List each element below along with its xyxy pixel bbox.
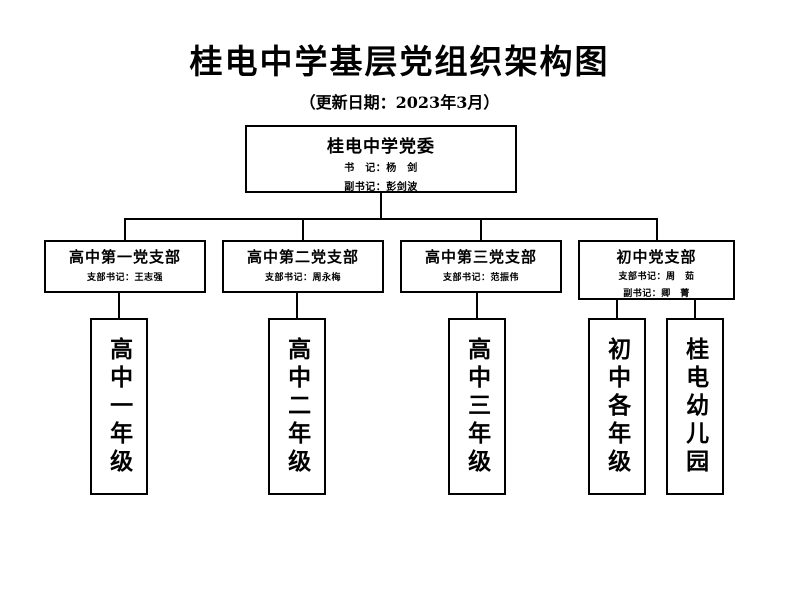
- connector-branch1-to-leaf1: [118, 293, 120, 318]
- node-junior-grades[interactable]: 初中各年级: [588, 318, 646, 495]
- node-senior-branch-1[interactable]: 高中第一党支部 支部书记：王志强: [44, 240, 206, 293]
- node-title: 高中三年级: [463, 336, 491, 477]
- connector-bus: [124, 218, 657, 220]
- page-subtitle: （更新日期：2023年3月）: [299, 93, 500, 112]
- node-grade-10[interactable]: 高中一年级: [90, 318, 148, 495]
- node-title: 桂电中学党委: [327, 137, 435, 157]
- connector-branch4-to-leaf4: [616, 300, 618, 318]
- connector-bus-to-branch-2: [302, 218, 304, 240]
- node-title: 高中第二党支部: [246, 248, 359, 266]
- node-title: 初中党支部: [616, 248, 697, 266]
- node-secretary-line: 书 记：杨 剑: [344, 163, 418, 174]
- node-senior-branch-3[interactable]: 高中第三党支部 支部书记：范振伟: [400, 240, 562, 293]
- node-secretary-line: 支部书记：王志强: [86, 273, 163, 283]
- node-title: 初中各年级: [603, 336, 631, 477]
- node-party-committee[interactable]: 桂电中学党委 书 记：杨 剑 副书记：彭剑波: [245, 125, 517, 193]
- node-deputy-secretary-line: 副书记：彭剑波: [344, 182, 418, 193]
- node-title: 桂电幼儿园: [681, 336, 709, 477]
- node-grade-11[interactable]: 高中二年级: [268, 318, 326, 495]
- connector-bus-to-branch-4: [656, 218, 658, 240]
- node-title: 高中二年级: [283, 336, 311, 477]
- page-title: 桂电中学基层党组织架构图: [189, 42, 610, 81]
- node-secretary-line: 支部书记：周 茹: [618, 272, 695, 282]
- node-senior-branch-2[interactable]: 高中第二党支部 支部书记：周永梅: [222, 240, 384, 293]
- node-kindergarten[interactable]: 桂电幼儿园: [666, 318, 724, 495]
- node-title: 高中第一党支部: [68, 248, 181, 266]
- node-title: 高中一年级: [105, 336, 133, 477]
- connector-bus-to-branch-1: [124, 218, 126, 240]
- connector-branch2-to-leaf2: [296, 293, 298, 318]
- connector-bus-to-branch-3: [480, 218, 482, 240]
- connector-root-stem: [380, 193, 382, 218]
- connector-branch4-to-leaf5: [694, 300, 696, 318]
- node-deputy-secretary-line: 副书记：卿 菁: [623, 289, 690, 299]
- node-title: 高中第三党支部: [424, 248, 537, 266]
- connector-branch3-to-leaf3: [476, 293, 478, 318]
- node-secretary-line: 支部书记：范振伟: [442, 273, 519, 283]
- node-secretary-line: 支部书记：周永梅: [264, 273, 341, 283]
- node-grade-12[interactable]: 高中三年级: [448, 318, 506, 495]
- node-junior-branch[interactable]: 初中党支部 支部书记：周 茹 副书记：卿 菁: [578, 240, 735, 300]
